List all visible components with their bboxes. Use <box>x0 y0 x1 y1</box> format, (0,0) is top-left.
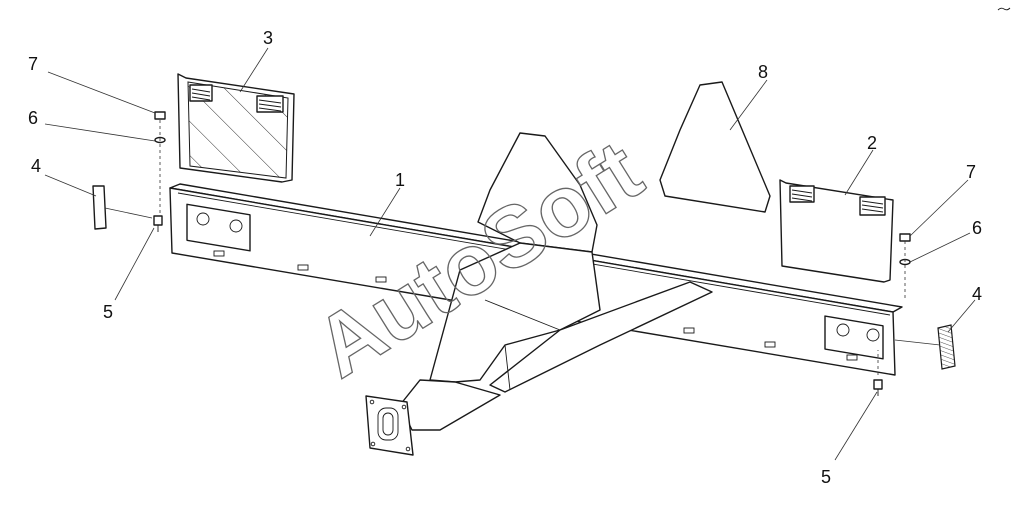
mount-plate-right <box>824 315 884 360</box>
corner-mark-icon <box>997 7 1011 11</box>
mudflap-left <box>177 73 295 183</box>
callout-3: 3 <box>263 28 273 48</box>
callout-2: 2 <box>867 133 877 153</box>
callout-7-left: 7 <box>28 54 38 74</box>
callout-1: 1 <box>395 170 405 190</box>
reflector-right <box>937 324 956 370</box>
mudflap-right <box>779 179 894 283</box>
reflector-left <box>92 185 107 230</box>
callout-4-right: 4 <box>972 284 982 304</box>
callout-7-right: 7 <box>966 162 976 182</box>
callout-5-right: 5 <box>821 467 831 487</box>
bolt-left <box>153 215 163 232</box>
mount-plate-left <box>186 203 251 252</box>
nut-left <box>154 111 166 120</box>
callout-5-left: 5 <box>103 302 113 322</box>
callout-6-right: 6 <box>972 218 982 238</box>
callout-8: 8 <box>758 62 768 82</box>
callout-6-left: 6 <box>28 108 38 128</box>
bolt-right <box>873 379 883 396</box>
tow-frame <box>365 132 713 456</box>
callout-4-left: 4 <box>31 156 41 176</box>
warning-triangle <box>659 81 771 213</box>
drawbar-flange <box>365 395 414 456</box>
nut-right <box>899 233 911 242</box>
